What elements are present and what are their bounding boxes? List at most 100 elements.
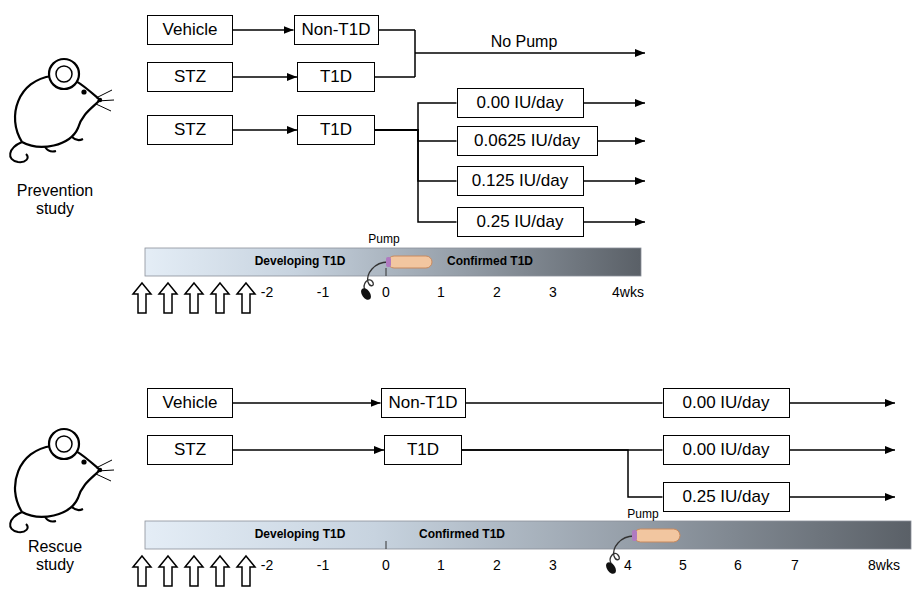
pump-body — [388, 256, 432, 268]
injection-arrow — [237, 283, 255, 313]
week-tick: 4wks — [612, 284, 644, 300]
mouse-icon — [10, 429, 114, 532]
week-tick: -1 — [317, 284, 329, 300]
week-tick: -1 — [317, 557, 329, 573]
injection-arrow — [185, 556, 203, 586]
outcome-arrow — [584, 180, 646, 182]
box-text: Vehicle — [163, 393, 218, 413]
pump-label: Pump — [368, 233, 399, 247]
connector-line — [375, 130, 457, 141]
week-tick: -2 — [261, 284, 273, 300]
connector-line — [462, 450, 663, 497]
tick-mark — [386, 268, 387, 276]
week-tick: 0 — [382, 284, 390, 300]
connector-line — [375, 130, 457, 222]
connector-line — [375, 103, 457, 130]
pump-catheter — [359, 286, 373, 301]
week-tick: 0 — [382, 557, 390, 573]
box-text: STZ — [174, 440, 206, 460]
injection-arrow — [237, 556, 255, 586]
outcome-arrow — [790, 496, 896, 498]
box-text: Non-T1D — [302, 20, 371, 40]
box-text: 0.0625 IU/day — [474, 131, 580, 151]
pump-icon — [604, 529, 680, 576]
treatment-box: STZ — [147, 435, 233, 465]
flow-lines — [375, 30, 895, 497]
outcome-arrow — [790, 402, 896, 404]
injection-arrow — [133, 556, 151, 586]
injection-arrows — [133, 283, 255, 586]
merge-line — [375, 30, 415, 77]
dose-box: 0.00 IU/day — [457, 88, 584, 118]
treatment-box: STZ — [147, 115, 233, 145]
dose-box: 0.0625 IU/day — [457, 126, 598, 156]
pump-catheter — [604, 560, 618, 575]
week-tick: 2 — [493, 284, 501, 300]
flow-arrow — [233, 449, 384, 451]
treatment-box: STZ — [147, 62, 233, 92]
injection-arrow — [159, 283, 177, 313]
box-text: 0.125 IU/day — [472, 171, 568, 191]
box-text: T1D — [320, 120, 352, 140]
injection-arrow — [185, 283, 203, 313]
box-text: Non-T1D — [389, 393, 458, 413]
week-tick: 3 — [549, 557, 557, 573]
week-tick: 2 — [493, 557, 501, 573]
box-text: 0.25 IU/day — [683, 487, 770, 507]
status-box: T1D — [297, 62, 375, 92]
timeline-bar — [145, 248, 641, 276]
box-text: STZ — [174, 67, 206, 87]
outcome-arrow — [790, 449, 896, 451]
week-tick: 6 — [734, 557, 742, 573]
pump-icon — [359, 256, 432, 302]
week-tick: 3 — [549, 284, 557, 300]
dose-box: 0.25 IU/day — [663, 482, 790, 512]
arm-label: No Pump — [491, 33, 558, 51]
box-text: 0.25 IU/day — [477, 212, 564, 232]
week-tick: 8wks — [868, 557, 900, 573]
phase-label: Confirmed T1D — [419, 528, 505, 542]
week-tick: 7 — [791, 557, 799, 573]
connector-line — [466, 402, 663, 404]
outcome-arrow — [584, 102, 646, 104]
dose-box: 0.00 IU/day — [663, 435, 790, 465]
flow-arrow — [233, 29, 294, 31]
status-box: T1D — [384, 435, 462, 465]
box-text: T1D — [407, 440, 439, 460]
pump-cap — [386, 257, 391, 267]
flow-arrow — [233, 402, 381, 404]
mouse-icon — [10, 59, 114, 162]
connector-line — [375, 130, 457, 181]
outcome-arrow — [598, 140, 646, 142]
group-box: Vehicle — [147, 388, 233, 418]
box-text: Vehicle — [163, 20, 218, 40]
injection-arrow — [211, 283, 229, 313]
box-text: 0.00 IU/day — [683, 440, 770, 460]
connectors — [233, 30, 663, 497]
dose-box: 0.00 IU/day — [663, 388, 790, 418]
dose-box: 0.125 IU/day — [457, 166, 584, 196]
flow-arrow — [233, 76, 297, 78]
study-name: Prevention study — [9, 182, 101, 219]
box-text: STZ — [174, 120, 206, 140]
pump-cap — [632, 530, 637, 541]
outcome-arrow — [415, 52, 645, 54]
phase-label: Confirmed T1D — [447, 255, 533, 269]
week-tick: 1 — [437, 284, 445, 300]
box-text: 0.00 IU/day — [477, 93, 564, 113]
box-text: 0.00 IU/day — [683, 393, 770, 413]
phase-label: Developing T1D — [255, 255, 346, 269]
week-tick: 4 — [624, 557, 632, 573]
status-box: Non-T1D — [381, 388, 466, 418]
box-text: T1D — [320, 67, 352, 87]
injection-arrow — [159, 556, 177, 586]
pump-body — [634, 529, 680, 542]
pump-label: Pump — [627, 508, 658, 522]
injection-arrow — [133, 283, 151, 313]
dose-box: 0.25 IU/day — [457, 207, 584, 237]
phase-label: Developing T1D — [255, 528, 346, 542]
group-box: Non-T1D — [294, 15, 379, 45]
week-tick: 1 — [437, 557, 445, 573]
